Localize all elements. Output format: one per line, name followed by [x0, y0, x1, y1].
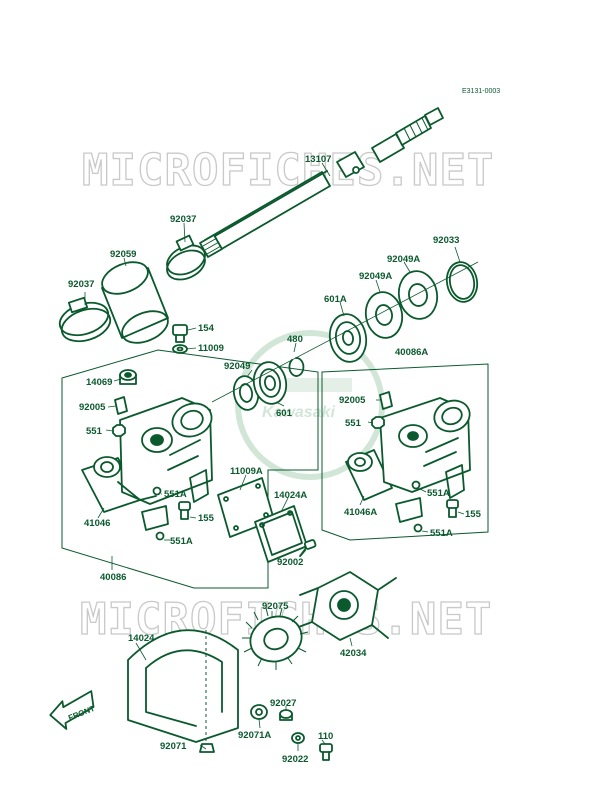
label-40086A: 40086A — [395, 347, 428, 358]
label-14069: 14069 — [86, 377, 112, 388]
drive-shaft-13107[interactable] — [199, 107, 444, 258]
label-41046: 41046 — [84, 518, 110, 529]
circlip-480[interactable] — [288, 357, 305, 377]
label-92049A-2: 92049A — [387, 254, 420, 265]
leader-lines — [84, 162, 465, 751]
bellows-92059[interactable] — [98, 256, 173, 349]
label-551A-right-1: 551A — [427, 488, 450, 499]
bolt-155-right[interactable] — [446, 499, 459, 518]
label-551A-right-2: 551A — [430, 528, 453, 539]
label-92005-left: 92005 — [79, 402, 106, 413]
washer-92022[interactable] — [291, 732, 305, 744]
washer-11009[interactable] — [172, 344, 188, 354]
coupling-42034[interactable] — [295, 571, 397, 641]
label-92033: 92033 — [433, 235, 459, 246]
grommet-92071A[interactable] — [250, 704, 268, 720]
damper-92075[interactable] — [242, 607, 309, 670]
label-551A-left-1: 551A — [164, 489, 187, 500]
frame-40086 — [61, 349, 319, 589]
label-601A: 601A — [324, 294, 347, 305]
label-42034: 42034 — [340, 648, 367, 659]
label-92071A: 92071A — [238, 730, 271, 741]
nut-551A-left-2[interactable] — [155, 531, 165, 541]
label-92037-left: 92037 — [68, 279, 94, 290]
bolt-154[interactable] — [172, 324, 188, 343]
label-480: 480 — [287, 334, 303, 345]
nut-551A-right-2[interactable] — [413, 523, 423, 533]
label-92059: 92059 — [110, 249, 136, 260]
housing-41046[interactable] — [81, 397, 216, 513]
label-551-right: 551 — [345, 418, 362, 429]
label-551A-left-2: 551A — [170, 536, 193, 547]
label-551-left: 551 — [86, 426, 103, 437]
label-92037-top: 92037 — [170, 214, 196, 225]
label-92022: 92022 — [282, 754, 308, 765]
label-92075: 92075 — [262, 601, 289, 612]
reference-code: E3131-0003 — [462, 88, 500, 95]
bolt-155-left[interactable] — [178, 501, 191, 520]
nut-551-right[interactable] — [371, 416, 385, 429]
nut-551A-left-1[interactable] — [152, 486, 162, 496]
bracket-left — [141, 505, 169, 531]
hose-clamp-92037-left[interactable] — [56, 296, 115, 347]
kawasaki-logo-text: Kawasaki — [262, 404, 335, 421]
seal-92049A-1[interactable] — [362, 289, 405, 341]
grommet-92071[interactable] — [199, 743, 215, 753]
plug-14069[interactable] — [119, 369, 137, 385]
circlip-92033[interactable] — [444, 260, 480, 305]
label-92027: 92027 — [270, 698, 296, 709]
spacer-92027[interactable] — [279, 709, 293, 721]
seal-92049A-2[interactable] — [395, 268, 441, 322]
front-arrow: FRONT — [49, 690, 96, 730]
label-154: 154 — [198, 323, 215, 334]
nut-551-left[interactable] — [112, 424, 126, 437]
cover-14024[interactable] — [127, 629, 239, 744]
label-155-left: 155 — [198, 513, 215, 524]
bearing-601[interactable] — [251, 360, 290, 407]
label-14024: 14024 — [128, 633, 155, 644]
label-13107: 13107 — [305, 154, 331, 165]
label-601: 601 — [276, 408, 293, 419]
seal-92049[interactable] — [231, 374, 261, 412]
bolt-92002[interactable] — [299, 539, 317, 557]
bolt-110[interactable] — [319, 743, 333, 761]
nut-551A-right-1[interactable] — [411, 480, 421, 490]
label-92002: 92002 — [277, 557, 303, 568]
label-92071: 92071 — [160, 741, 187, 752]
cover-14024A[interactable] — [254, 505, 308, 563]
clip-92005-left[interactable] — [114, 396, 128, 415]
label-11009: 11009 — [198, 343, 224, 354]
label-110: 110 — [318, 731, 333, 742]
frame-40086A — [321, 363, 489, 541]
label-40086: 40086 — [100, 572, 126, 583]
housing-41046A[interactable] — [345, 396, 474, 501]
label-14024A: 14024A — [274, 490, 307, 501]
label-92005-right: 92005 — [339, 395, 366, 406]
bracket-right — [395, 497, 423, 523]
label-11009A: 11009A — [230, 466, 263, 477]
clip-92005-right[interactable] — [379, 391, 393, 410]
watermark-top: MICROFICHES.NET — [82, 145, 494, 196]
hose-clamp-92037-top[interactable] — [162, 234, 209, 286]
label-92049: 92049 — [224, 361, 250, 372]
label-92049A-1: 92049A — [359, 271, 392, 282]
label-41046A: 41046A — [344, 507, 377, 518]
label-155-right: 155 — [465, 509, 482, 520]
